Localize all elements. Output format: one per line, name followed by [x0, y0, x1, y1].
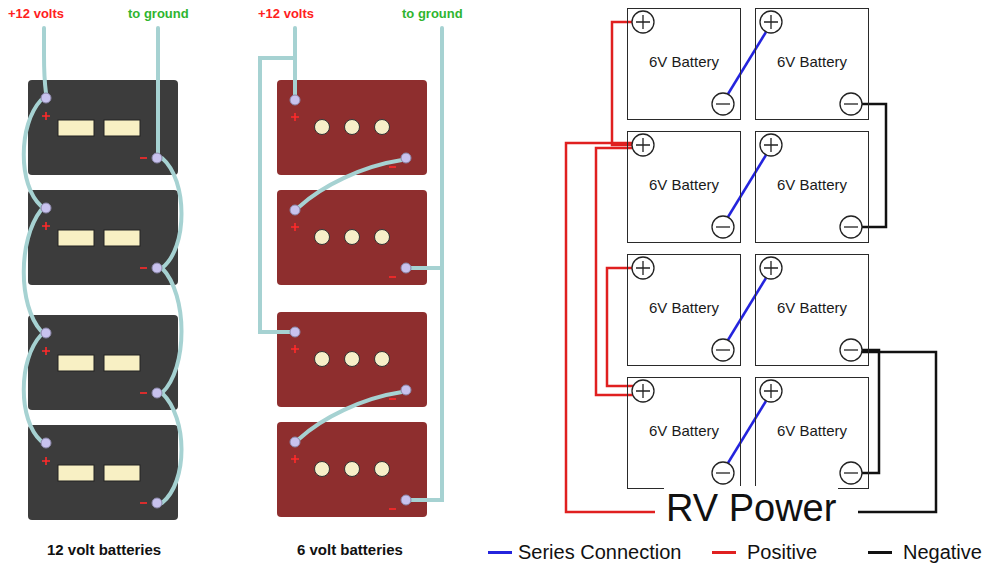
battery-box: 6V Battery	[627, 254, 741, 366]
battery-12v	[28, 315, 178, 410]
battery-label: 6V Battery	[649, 422, 719, 440]
negative-terminal	[840, 216, 862, 238]
legend-swatch	[712, 551, 736, 554]
battery-label: 6V Battery	[777, 53, 847, 71]
battery-box: 6V Battery	[627, 131, 741, 243]
output-label: RV Power	[664, 486, 838, 532]
positive-terminal	[632, 380, 654, 402]
battery-12v	[28, 190, 178, 285]
legend-label: Positive	[747, 540, 817, 564]
legend-label: Negative	[903, 540, 982, 564]
battery-6v	[277, 312, 427, 407]
battery-box: 6V Battery	[755, 254, 869, 366]
negative-wire	[862, 104, 886, 227]
battery-label: 6V Battery	[649, 176, 719, 194]
series-wire	[728, 155, 766, 217]
battery-12v	[28, 425, 178, 520]
positive-terminal	[632, 11, 654, 33]
series-wire	[728, 401, 766, 463]
battery-label: 6V Battery	[649, 53, 719, 71]
battery-12v	[28, 80, 178, 520]
series-wire	[728, 278, 766, 340]
negative-terminal	[840, 93, 862, 115]
battery-box: 6V Battery	[627, 377, 741, 489]
battery-label: 6V Battery	[777, 299, 847, 317]
voltage-label: +12 volts	[8, 6, 64, 22]
series-wire	[728, 32, 766, 94]
positive-terminal	[760, 134, 782, 156]
legend-swatch	[868, 551, 892, 554]
battery-6v	[277, 80, 427, 517]
battery-label: 6V Battery	[777, 176, 847, 194]
positive-wire	[612, 22, 632, 145]
polarity-mark	[42, 112, 396, 509]
positive-terminal	[760, 11, 782, 33]
panel-caption: 6 volt batteries	[297, 541, 403, 559]
negative-wire	[858, 352, 936, 512]
battery-box: 6V Battery	[755, 8, 869, 120]
ground-label: to ground	[402, 6, 463, 22]
legend-swatch	[488, 551, 512, 554]
battery-cell-window	[58, 120, 140, 481]
battery-box: 6V Battery	[755, 131, 869, 243]
positive-terminal	[632, 257, 654, 279]
ground-label: to ground	[128, 6, 189, 22]
negative-terminal	[840, 462, 862, 484]
legend-label: Series Connection	[518, 540, 681, 564]
terminal-post	[41, 93, 411, 508]
battery-box: 6V Battery	[627, 8, 741, 120]
battery-6v	[277, 80, 427, 175]
negative-terminal	[712, 93, 734, 115]
positive-terminal	[632, 134, 654, 156]
positive-wire	[566, 143, 655, 512]
negative-wire	[862, 350, 879, 473]
positive-wire	[607, 268, 633, 386]
battery-12v	[28, 80, 178, 175]
panel-caption: 12 volt batteries	[47, 541, 161, 559]
battery-label: 6V Battery	[649, 299, 719, 317]
negative-terminal	[712, 216, 734, 238]
voltage-label: +12 volts	[258, 6, 314, 22]
negative-terminal	[840, 339, 862, 361]
battery-cable	[24, 28, 442, 503]
negative-terminal	[712, 339, 734, 361]
negative-terminal	[712, 462, 734, 484]
positive-terminal	[760, 380, 782, 402]
positive-terminal	[760, 257, 782, 279]
battery-box: 6V Battery	[755, 377, 869, 489]
battery-label: 6V Battery	[777, 422, 847, 440]
